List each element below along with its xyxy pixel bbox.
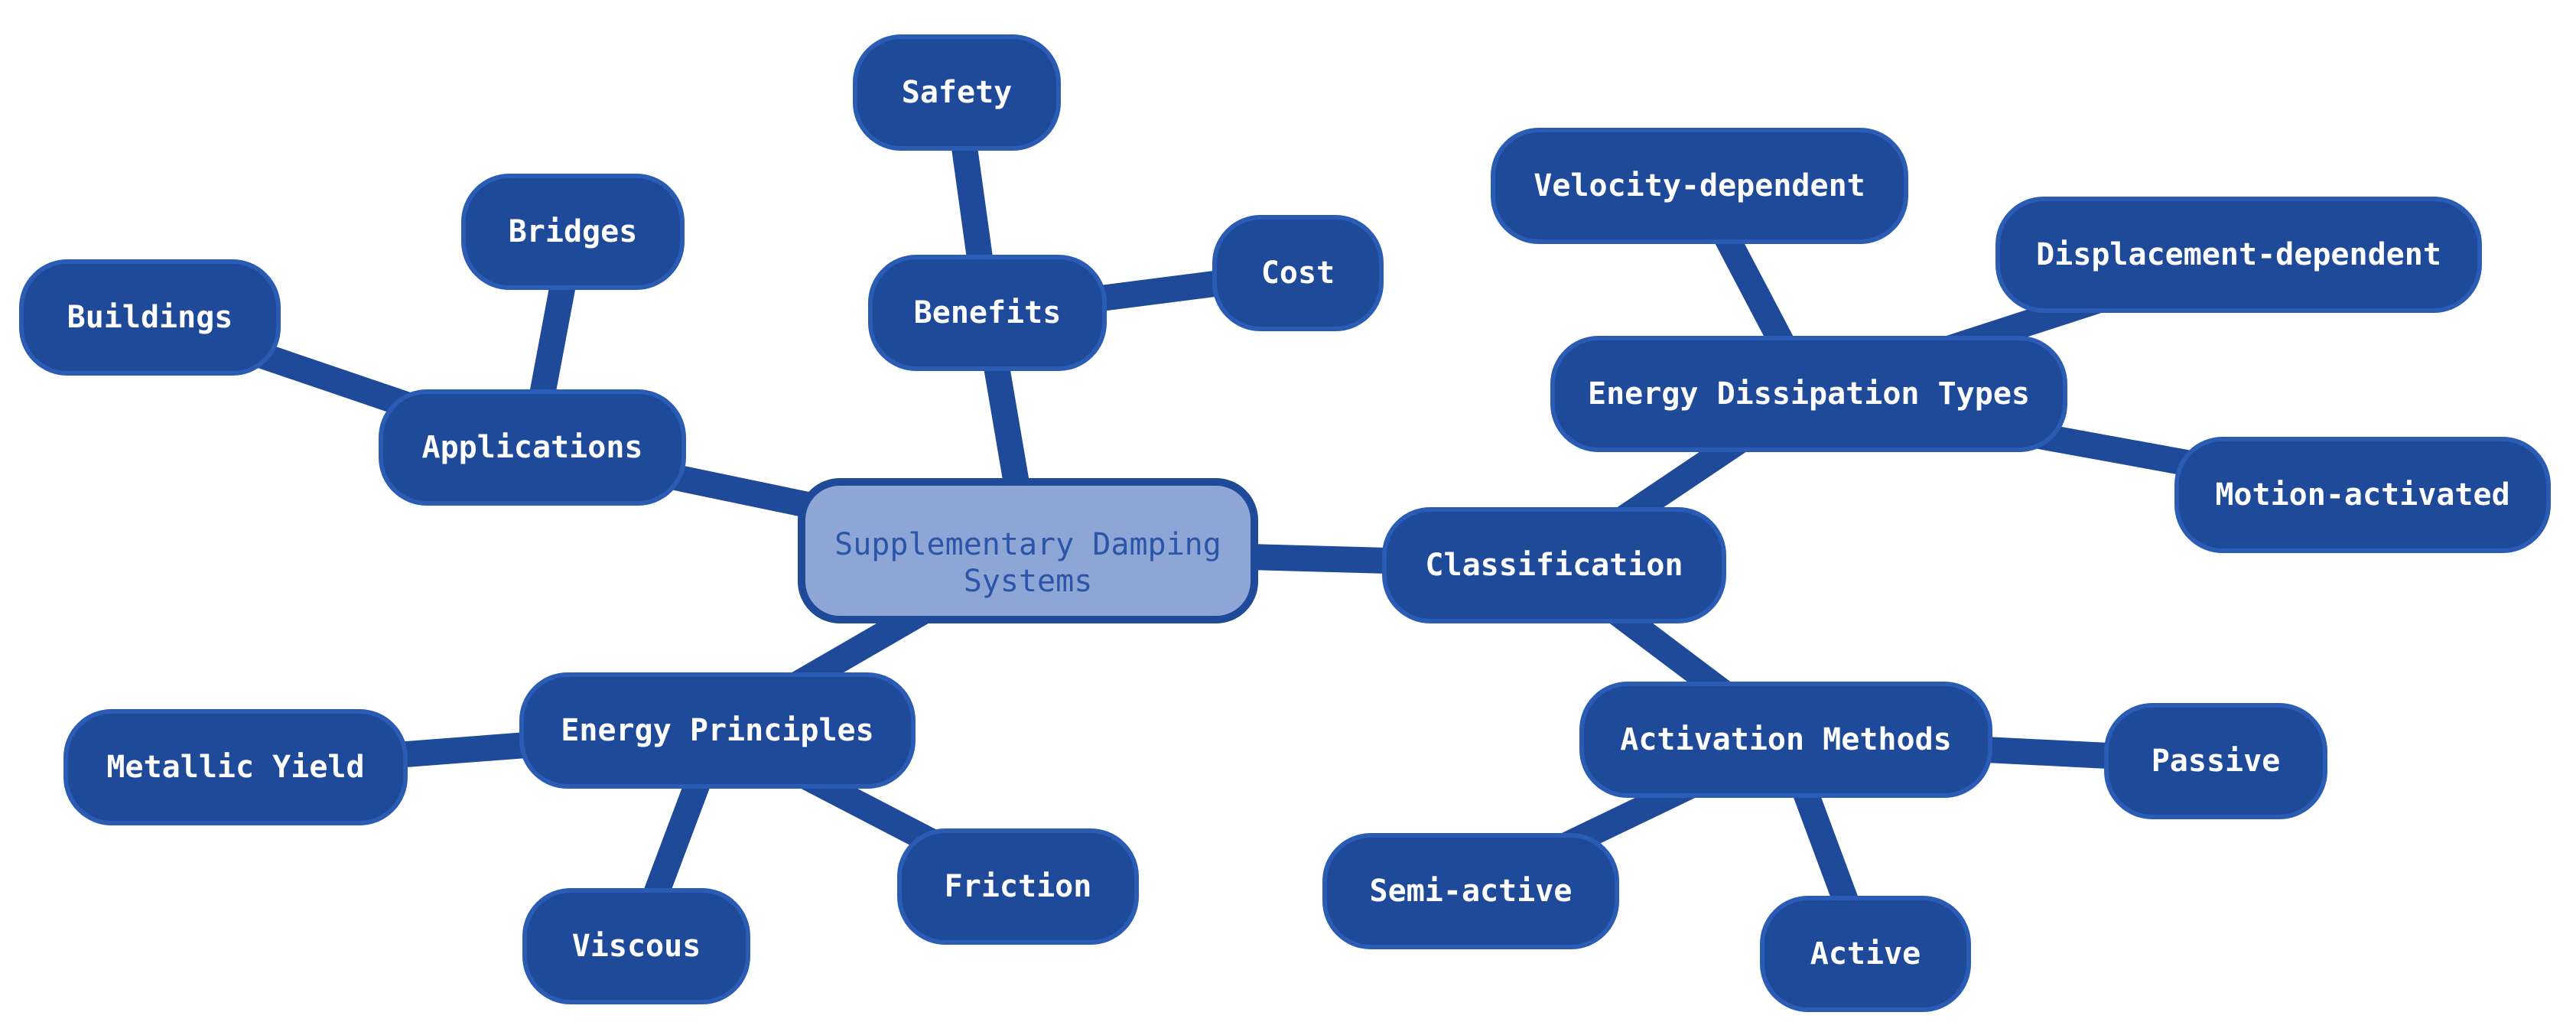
node-semi-active-box xyxy=(1322,833,1619,949)
node-motion-activated-box xyxy=(2174,437,2551,553)
node-classification-box xyxy=(1382,507,1726,623)
node-cost-box xyxy=(1212,215,1384,331)
node-classification-label: Classification xyxy=(1425,548,1683,583)
node-passive-box xyxy=(2104,703,2327,819)
node-viscous-label: Viscous xyxy=(572,929,701,964)
node-safety: Safety xyxy=(853,34,1061,151)
node-cost: Cost xyxy=(1212,215,1384,331)
node-bridges-label: Bridges xyxy=(509,214,638,249)
center-node-label-line1: Supplementary Damping xyxy=(834,527,1221,562)
node-energy-dissipation-types: Energy Dissipation Types xyxy=(1550,336,2067,452)
node-energy-principles: Energy Principles xyxy=(519,672,916,789)
node-classification: Classification xyxy=(1382,507,1726,623)
node-active: Active xyxy=(1760,896,1971,1012)
node-applications: Applications xyxy=(379,389,686,506)
node-displacement-dependent: Displacement-dependent xyxy=(1995,197,2482,313)
node-benefits: Benefits xyxy=(868,255,1107,371)
node-energy-dissipation-types-box xyxy=(1550,336,2067,452)
node-benefits-label: Benefits xyxy=(914,295,1062,330)
node-semi-active-label: Semi-active xyxy=(1370,874,1573,909)
node-motion-activated-label: Motion-activated xyxy=(2215,477,2509,513)
node-active-box xyxy=(1760,896,1971,1012)
node-metallic-yield-label: Metallic Yield xyxy=(106,750,364,785)
node-viscous: Viscous xyxy=(522,888,750,1004)
node-metallic-yield: Metallic Yield xyxy=(63,709,408,825)
node-passive-label: Passive xyxy=(2152,744,2281,779)
node-displacement-dependent-box xyxy=(1995,197,2482,313)
node-bridges-box xyxy=(461,174,685,290)
node-activation-methods-box xyxy=(1579,682,1992,798)
node-semi-active: Semi-active xyxy=(1322,833,1619,949)
node-buildings: Buildings xyxy=(19,259,281,376)
node-bridges: Bridges xyxy=(461,174,685,290)
center-node-box xyxy=(798,478,1258,623)
node-velocity-dependent: Velocity-dependent xyxy=(1491,128,1908,244)
node-energy-principles-box xyxy=(519,672,916,789)
node-displacement-dependent-label: Displacement-dependent xyxy=(2036,237,2441,272)
center-node-label-line2: Systems xyxy=(964,564,1093,599)
node-energy-dissipation-types-label: Energy Dissipation Types xyxy=(1588,376,2030,412)
node-buildings-label: Buildings xyxy=(67,300,233,335)
node-viscous-box xyxy=(522,888,750,1004)
node-applications-label: Applications xyxy=(422,430,643,465)
node-passive: Passive xyxy=(2104,703,2327,819)
node-velocity-dependent-label: Velocity-dependent xyxy=(1534,168,1865,203)
node-friction-label: Friction xyxy=(945,869,1092,904)
node-friction-box xyxy=(897,828,1139,945)
node-energy-principles-label: Energy Principles xyxy=(561,713,873,748)
node-benefits-box xyxy=(868,255,1107,371)
node-cost-label: Cost xyxy=(1261,255,1335,291)
node-safety-box xyxy=(853,34,1061,151)
node-active-label: Active xyxy=(1810,936,1921,972)
node-buildings-box xyxy=(19,259,281,376)
node-activation-methods: Activation Methods xyxy=(1579,682,1992,798)
node-metallic-yield-box xyxy=(63,709,408,825)
node-motion-activated: Motion-activated xyxy=(2174,437,2551,553)
node-safety-label: Safety xyxy=(902,75,1013,110)
node-applications-box xyxy=(379,389,686,506)
node-activation-methods-label: Activation Methods xyxy=(1620,722,1951,757)
node-friction: Friction xyxy=(897,828,1139,945)
node-velocity-dependent-box xyxy=(1491,128,1908,244)
center-node: Supplementary Damping Systems xyxy=(798,478,1258,623)
